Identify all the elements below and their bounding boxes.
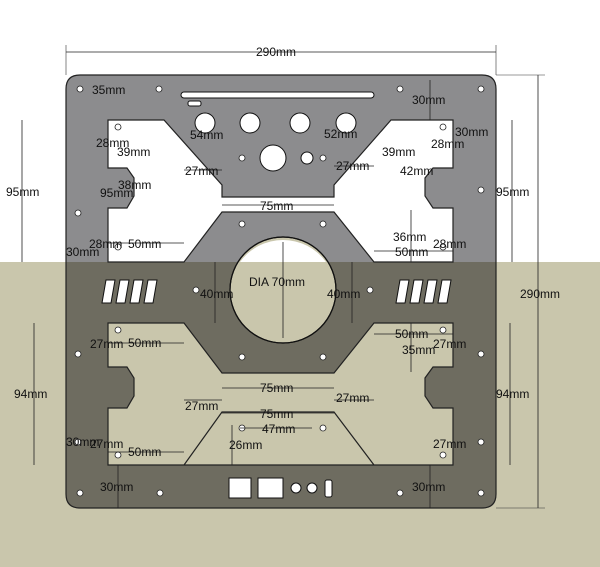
connector-round — [290, 482, 302, 494]
dim-label: 50mm — [128, 336, 161, 350]
dimension-lines — [21, 45, 545, 509]
connector-slot — [324, 479, 333, 498]
width-label: 290mm — [256, 45, 296, 59]
corner-label: 35mm — [92, 83, 125, 97]
top-slot-small — [187, 100, 202, 107]
button-hole — [194, 112, 216, 134]
dim-label: 94mm — [496, 387, 529, 401]
dim-label: 38mm — [118, 178, 151, 192]
dim-label: 28mm — [433, 237, 466, 251]
connector-round — [306, 482, 318, 494]
dim-label: 95mm — [100, 186, 133, 200]
dim-label: 94mm — [14, 387, 47, 401]
dim-label: 27mm — [336, 391, 369, 405]
dim-label: 30mm — [412, 93, 445, 107]
dim-label: 75mm — [260, 407, 293, 421]
dim-label: 27mm — [336, 159, 369, 173]
dim-label: 28mm — [431, 137, 464, 151]
dim-label: 40mm — [327, 287, 360, 301]
dim-label: 47mm — [262, 422, 295, 436]
dim-label: 75mm — [260, 199, 293, 213]
button-hole-small — [300, 151, 314, 165]
dim-label: 27mm — [90, 437, 123, 451]
dim-label: 27mm — [433, 437, 466, 451]
dim-label: 54mm — [190, 128, 223, 142]
top-slot — [180, 91, 375, 99]
button-hole — [289, 112, 311, 134]
dim-label: 28mm — [89, 237, 122, 251]
height-label: 290mm — [520, 287, 560, 301]
dim-label: 50mm — [128, 445, 161, 459]
button-hole — [335, 112, 357, 134]
dim-label: 28mm — [96, 136, 129, 150]
dim-label: 27mm — [185, 399, 218, 413]
dim-label: 50mm — [128, 237, 161, 251]
dimension-labels: 290mm 290mm 35mm 30mm 54mm 52mm 28mm 39m… — [6, 45, 560, 494]
dim-label: 30mm — [66, 435, 99, 449]
dim-label: 30mm — [66, 245, 99, 259]
dim-label: 30mm — [412, 480, 445, 494]
dim-label: 36mm — [393, 230, 426, 244]
mounting-holes — [74, 85, 485, 497]
dim-label: 30mm — [455, 125, 488, 139]
button-hole — [239, 112, 261, 134]
dim-label: 50mm — [395, 327, 428, 341]
button-hole-large — [259, 144, 287, 172]
dim-label: 30mm — [100, 480, 133, 494]
dim-label: 26mm — [229, 438, 262, 452]
dim-label: 42mm — [400, 164, 433, 178]
dim-label: 52mm — [324, 127, 357, 141]
connector-hole — [257, 477, 284, 499]
dim-label: 50mm — [395, 245, 428, 259]
dim-label: 95mm — [6, 185, 39, 199]
dim-label: 27mm — [185, 164, 218, 178]
dim-label: 39mm — [117, 145, 150, 159]
dim-label: DIA 70mm — [249, 275, 305, 289]
dim-label: 40mm — [200, 287, 233, 301]
dim-label: 35mm — [402, 343, 435, 357]
dim-label: 95mm — [496, 185, 529, 199]
vent-right — [395, 279, 452, 304]
connector-hole — [228, 477, 252, 499]
dim-label: 39mm — [382, 145, 415, 159]
dim-label: 27mm — [90, 337, 123, 351]
dim-label: 75mm — [260, 381, 293, 395]
dim-label: 27mm — [433, 337, 466, 351]
vent-left — [101, 279, 158, 304]
